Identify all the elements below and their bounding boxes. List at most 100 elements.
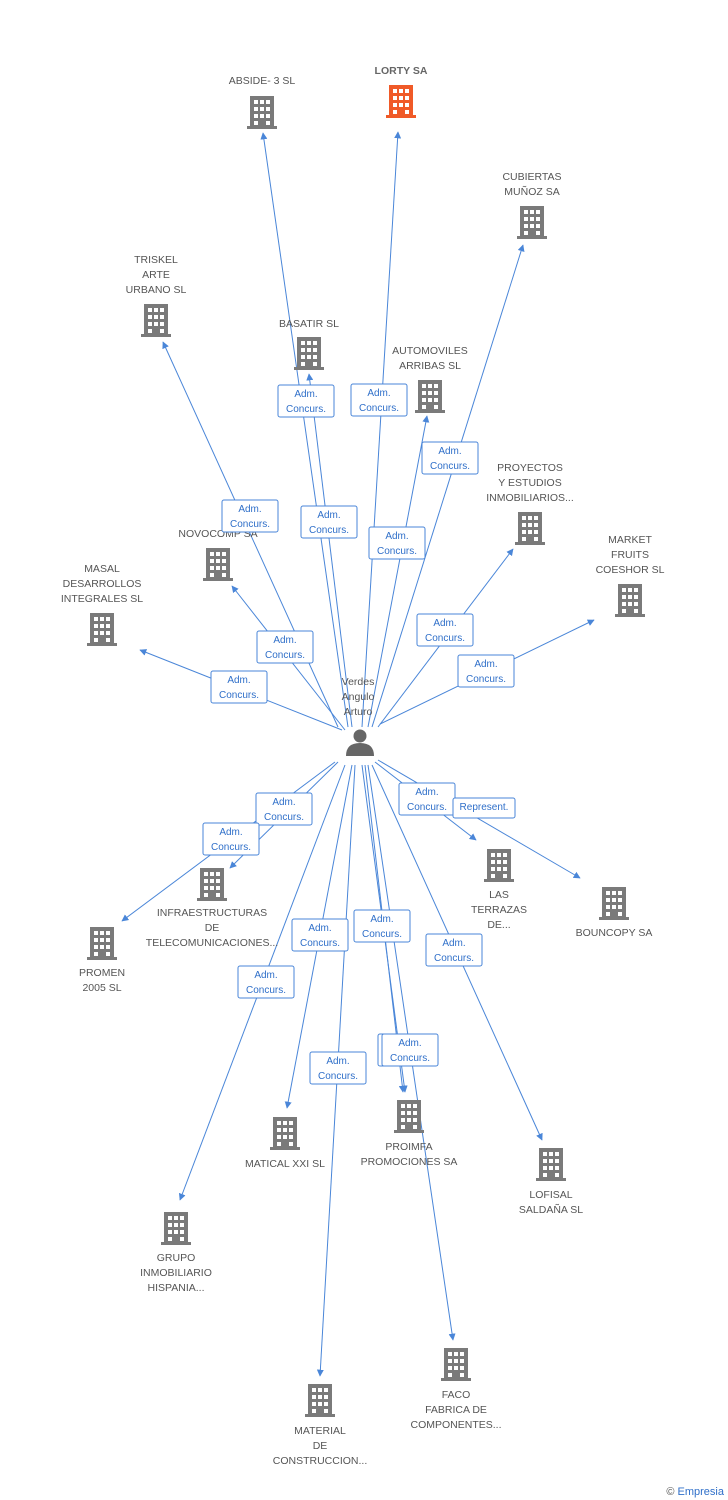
relation-label-material[interactable]: Adm.Concurs. xyxy=(309,1051,367,1085)
relation-box xyxy=(416,613,474,647)
relation-label-bouncopy[interactable]: Represent. xyxy=(452,797,516,819)
company-node-infra[interactable]: INFRAESTRUCTURASDETELECOMUNICACIONES... xyxy=(146,868,278,949)
building-icon xyxy=(441,1348,471,1381)
building-icon xyxy=(517,206,547,239)
relation-label-market[interactable]: Adm. Concurs. xyxy=(457,654,515,688)
company-node-basatir[interactable]: BASATIR SL xyxy=(279,318,339,370)
relation-text: Concurs. xyxy=(390,1053,430,1064)
edge-lorty xyxy=(361,131,402,728)
relation-label-abside[interactable]: Adm.Concurs. xyxy=(277,384,335,418)
person-name: Angulo xyxy=(342,691,375,703)
building-icon xyxy=(87,927,117,960)
footer-brand[interactable]: © Empresia xyxy=(666,1486,724,1498)
relation-text: Adm. xyxy=(415,787,438,798)
relation-label-promen[interactable]: Adm.Concurs. xyxy=(202,822,260,856)
company-label: TERRAZAS xyxy=(471,904,527,916)
relation-text: Concurs. xyxy=(466,674,506,685)
relation-label-terrazas[interactable]: Adm.Concurs. xyxy=(398,782,456,816)
company-label: SALDAÑA SL xyxy=(519,1203,583,1216)
company-label: FABRICA DE xyxy=(425,1404,487,1416)
company-label: ARRIBAS SL xyxy=(399,360,461,372)
building-icon xyxy=(294,337,324,370)
company-node-abside[interactable]: ABSIDE- 3 SL xyxy=(229,75,296,129)
relation-text: Concurs. xyxy=(219,690,259,701)
relation-text: Concurs. xyxy=(430,461,470,472)
edge-automoviles xyxy=(367,415,430,728)
company-label: INMOBILIARIOS... xyxy=(486,492,574,504)
nodes-layer: ABSIDE- 3 SL LORTY SA CUBIERTAS MUÑOZ SA TRI… xyxy=(61,65,665,1467)
brand-logo: Empresia xyxy=(677,1486,724,1498)
relation-label-grupo[interactable]: Adm.Concurs. xyxy=(237,965,295,999)
company-label: DESARROLLOS xyxy=(63,578,142,590)
relation-label-proimfa[interactable]: Adm.Concurs. xyxy=(353,909,411,943)
company-node-terrazas[interactable]: LAS TERRAZAS DE... xyxy=(471,849,527,931)
edge-basatir xyxy=(306,373,353,728)
company-node-bouncopy[interactable]: BOUNCOPY SA xyxy=(576,887,653,939)
relation-label-novocomp[interactable]: Adm.Concurs. xyxy=(256,630,314,664)
relation-text: Concurs. xyxy=(318,1071,358,1082)
company-label: TRISKEL xyxy=(134,254,178,266)
relation-box xyxy=(202,822,260,856)
company-label: CUBIERTAS xyxy=(502,171,561,183)
relation-text: Adm. xyxy=(273,635,296,646)
relation-label-basatir[interactable]: Adm.Concurs. xyxy=(300,505,358,539)
company-node-cubiertas[interactable]: CUBIERTAS MUÑOZ SA xyxy=(502,171,562,239)
building-icon xyxy=(270,1117,300,1150)
relation-label-infra[interactable]: Adm.Concurs. xyxy=(255,792,313,826)
relation-text: Concurs. xyxy=(377,546,417,557)
company-label: MARKET xyxy=(608,534,652,546)
building-icon xyxy=(615,584,645,617)
relation-text: Concurs. xyxy=(362,929,402,940)
copyright-symbol: © xyxy=(666,1486,675,1498)
relation-label-lofisal[interactable]: Adm.Concurs. xyxy=(425,933,483,967)
company-node-material[interactable]: MATERIALDECONSTRUCCION... xyxy=(273,1384,368,1467)
company-label: MATERIAL xyxy=(294,1425,346,1437)
person-icon xyxy=(346,729,374,756)
relation-label-cubiertas[interactable]: Adm.Concurs. xyxy=(421,441,479,475)
relation-text: Adm. xyxy=(308,923,331,934)
relation-text: Concurs. xyxy=(425,633,465,644)
relation-box xyxy=(277,384,335,418)
relation-label-matical[interactable]: Adm. Concurs. xyxy=(291,918,349,952)
relation-text: Concurs. xyxy=(300,938,340,949)
company-label: PROIMFA xyxy=(385,1141,432,1153)
relation-label-lorty[interactable]: Adm.Concurs. xyxy=(350,383,408,417)
relation-box xyxy=(221,499,279,533)
company-node-novocomp[interactable]: NOVOCOMP SA xyxy=(178,528,258,581)
company-label: DE... xyxy=(487,919,510,931)
company-node-grupo[interactable]: GRUPOINMOBILIARIOHISPANIA... xyxy=(140,1212,212,1294)
company-label: GRUPO xyxy=(157,1252,196,1264)
edge-cubiertas xyxy=(371,244,525,728)
relation-label-automoviles[interactable]: Adm.Concurs. xyxy=(368,526,426,560)
company-node-matical[interactable]: MATICAL XXI SL xyxy=(245,1117,325,1170)
company-node-lorty[interactable]: LORTY SA xyxy=(375,65,428,118)
company-label: LAS xyxy=(489,889,509,901)
company-label: PROMEN xyxy=(79,967,125,979)
relation-text: Adm. xyxy=(474,659,497,670)
relation-text: Adm. xyxy=(219,827,242,838)
relation-label-masal[interactable]: Adm.Concurs. xyxy=(210,670,268,704)
relation-label-triskel[interactable]: Adm.Concurs. xyxy=(221,499,279,533)
building-icon xyxy=(386,85,416,118)
company-label: MUÑOZ SA xyxy=(504,185,559,198)
relation-box xyxy=(350,383,408,417)
edge-bouncopy xyxy=(377,759,581,879)
relation-label-proyectos[interactable]: Adm.Concurs. xyxy=(416,613,474,647)
company-label: DE xyxy=(205,922,220,934)
company-label: FRUITS xyxy=(611,549,649,561)
company-label: LORTY SA xyxy=(375,65,428,77)
relation-label-faco[interactable]: Adm.Concurs. xyxy=(381,1033,439,1067)
company-label: INMOBILIARIO xyxy=(140,1267,212,1279)
company-label: TELECOMUNICACIONES... xyxy=(146,937,278,949)
